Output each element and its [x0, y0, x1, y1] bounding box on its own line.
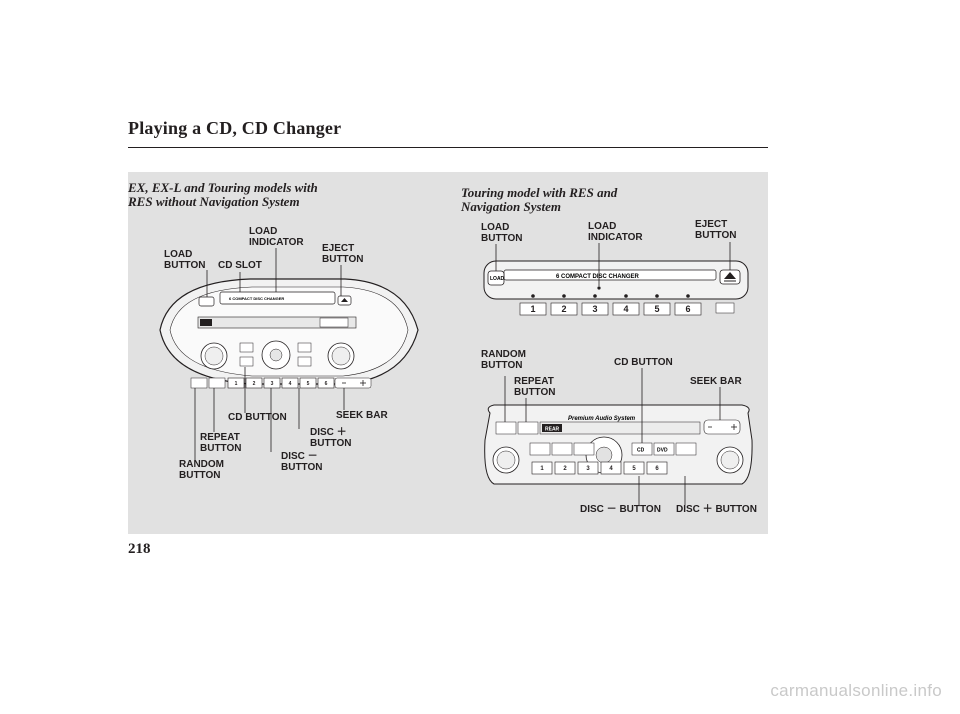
left-changer-text: 6 COMPACT DISC CHANGER: [229, 296, 284, 301]
right-disc-minus-label: DISC － BUTTON: [580, 504, 661, 515]
preset-button-6[interactable]: [674, 302, 702, 316]
preset-label-2: 2: [563, 466, 567, 472]
left-leader-lines: [194, 248, 345, 460]
right-repeat-button-label: REPEAT BUTTON: [514, 376, 556, 398]
preset-label-4: 4: [289, 381, 292, 387]
left-disc-plus-label: DISC ＋ BUTTON: [310, 427, 352, 449]
disc-indicator-5: [655, 294, 659, 298]
preset-label-3: 3: [271, 381, 274, 387]
disc-indicator-4: [624, 294, 628, 298]
preset-button-3[interactable]: [581, 302, 609, 316]
right-subtitle: Touring model with RES and Navigation Sy…: [461, 185, 618, 214]
right-audio-unit: Premium Audio System REAR CD DVD 1 2 3 4 5 6: [484, 404, 753, 485]
preset-label-1: 1: [540, 466, 544, 472]
left-repeat-button[interactable]: [208, 377, 226, 389]
right-cd-button-label: CD BUTTON: [614, 357, 673, 368]
preset-button-5[interactable]: [643, 302, 671, 316]
eject-icon: [341, 298, 348, 302]
preset-label-4: 4: [609, 466, 613, 472]
left-random-button[interactable]: [190, 377, 208, 389]
right-repeat-button[interactable]: [517, 421, 539, 435]
preset-button-5[interactable]: [623, 461, 645, 475]
left-seek-bar[interactable]: [334, 377, 372, 389]
right-disc-plus-label: DISC ＋ BUTTON: [676, 504, 757, 515]
left-cd-slot-label: CD SLOT: [218, 260, 262, 271]
brand-text: Premium Audio System: [568, 416, 636, 422]
disc-logo: [715, 302, 735, 314]
cd-button-text: CD: [637, 448, 645, 454]
disc-indicator-6: [686, 294, 690, 298]
page-title: Playing a CD, CD Changer: [128, 118, 342, 138]
right-load-button-label: LOAD BUTTON: [481, 222, 523, 244]
preset-label-1: 1: [235, 381, 238, 387]
preset-label-2: 2: [561, 304, 566, 314]
left-subtitle: EX, EX-L and Touring models with RES wit…: [128, 180, 318, 209]
preset-label-3: 3: [586, 466, 590, 472]
preset-button-2[interactable]: [550, 302, 578, 316]
load-indicator-light: [597, 286, 601, 290]
right-random-button[interactable]: [495, 421, 517, 435]
preset-label-5: 5: [654, 304, 659, 314]
preset-label-2: 2: [253, 381, 256, 387]
preset-button-2[interactable]: [245, 377, 263, 389]
right-changer-text: 6 COMPACT DISC CHANGER: [556, 274, 640, 280]
left-audio-unit: 6 COMPACT DISC CHANGER 1 2 3 4 5 6: [159, 278, 419, 389]
disc-indicator-3: [593, 294, 597, 298]
left-load-indicator-label: LOAD INDICATOR: [249, 226, 304, 248]
right-seek-bar[interactable]: [703, 419, 741, 435]
preset-button-4[interactable]: [281, 377, 299, 389]
preset-button-4[interactable]: [612, 302, 640, 316]
left-cd-button-label: CD BUTTON: [228, 412, 287, 423]
preset-label-6: 6: [325, 381, 328, 387]
preset-button-6[interactable]: [317, 377, 335, 389]
preset-label-6: 6: [655, 466, 659, 472]
eject-icon: [724, 272, 736, 279]
preset-label-5: 5: [307, 381, 310, 387]
dvd-button-text: DVD: [657, 448, 668, 454]
title-rule: [128, 147, 768, 148]
right-changer-unit: 6 COMPACT DISC CHANGER LOAD 1 2 3 4 5 6: [483, 260, 749, 316]
left-disc-minus-label: DISC － BUTTON: [281, 451, 323, 473]
preset-label-6: 6: [685, 304, 690, 314]
right-leader-lines: [495, 242, 731, 505]
disc-indicator-1: [531, 294, 535, 298]
left-load-button[interactable]: [198, 296, 215, 307]
right-load-indicator-label: LOAD INDICATOR: [588, 221, 643, 243]
preset-button-3[interactable]: [577, 461, 599, 475]
watermark: carmanualsonline.info: [770, 681, 942, 700]
rear-text: REAR: [545, 427, 560, 433]
left-load-button-label: LOAD BUTTON: [164, 249, 206, 271]
right-random-button-label: RANDOM BUTTON: [481, 349, 526, 371]
preset-button-1[interactable]: [227, 377, 245, 389]
preset-button-1[interactable]: [531, 461, 553, 475]
right-load-text: LOAD: [490, 276, 505, 282]
left-random-button-label: RANDOM BUTTON: [179, 459, 224, 481]
disc-indicator-2: [562, 294, 566, 298]
right-seek-bar-label: SEEK BAR: [690, 376, 742, 387]
page-number: 218: [128, 541, 151, 557]
preset-button-4[interactable]: [600, 461, 622, 475]
preset-button-6[interactable]: [646, 461, 668, 475]
preset-button-1[interactable]: [519, 302, 547, 316]
left-seek-bar-label: SEEK BAR: [336, 410, 388, 421]
preset-label-3: 3: [592, 304, 597, 314]
left-eject-button-label: EJECT BUTTON: [322, 243, 364, 265]
preset-button-5[interactable]: [299, 377, 317, 389]
right-eject-button-label: EJECT BUTTON: [695, 219, 737, 241]
preset-label-1: 1: [530, 304, 535, 314]
preset-label-5: 5: [632, 466, 636, 472]
left-cd-button[interactable]: [239, 356, 254, 367]
left-repeat-button-label: REPEAT BUTTON: [200, 432, 242, 454]
preset-button-2[interactable]: [554, 461, 576, 475]
preset-label-4: 4: [623, 304, 628, 314]
preset-button-3[interactable]: [263, 377, 281, 389]
